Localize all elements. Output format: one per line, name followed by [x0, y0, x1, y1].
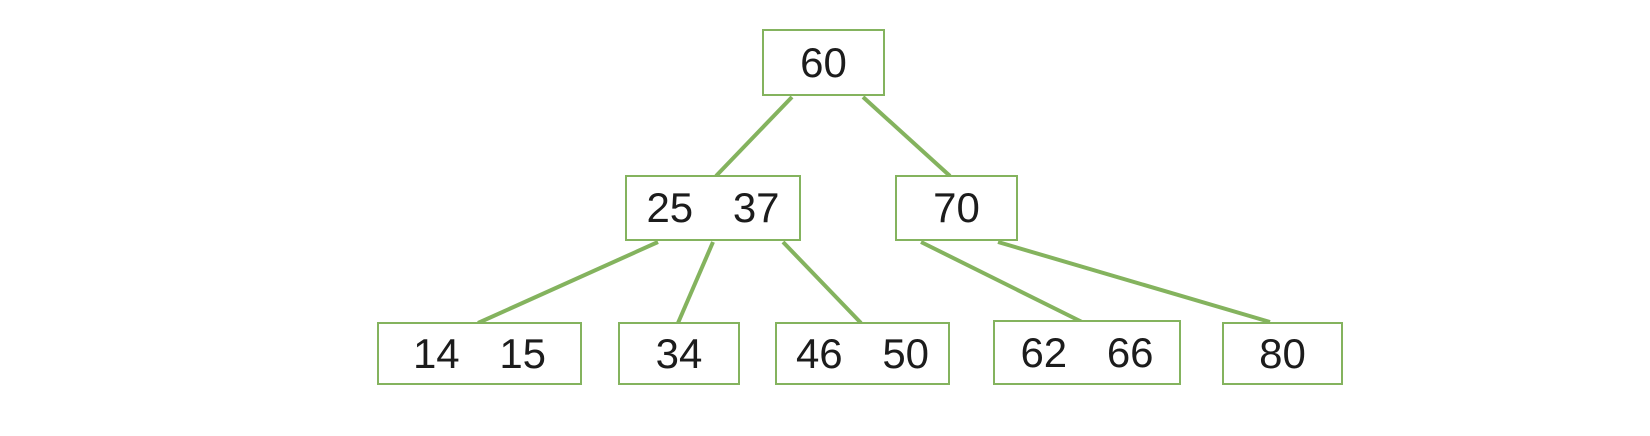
- tree-node-25-37: 25 37: [625, 175, 801, 241]
- tree-node-14-15: 14 15: [377, 322, 582, 385]
- edge-60-to-70: [861, 95, 952, 178]
- tree-node-34: 34: [618, 322, 740, 385]
- tree-node-80: 80: [1222, 322, 1343, 385]
- node-label: 25 37: [646, 184, 780, 231]
- node-label: 60: [800, 38, 847, 86]
- node-label: 14 15: [412, 329, 547, 377]
- edge-70-to-80: [997, 240, 1271, 324]
- edge-25-37-to-14-15: [477, 240, 659, 325]
- node-label: 34: [655, 329, 703, 377]
- edge-60-to-25-37: [714, 95, 794, 178]
- node-label: 70: [933, 184, 980, 231]
- edge-70-to-62-66: [920, 240, 1083, 324]
- node-label: 46 50: [795, 329, 930, 377]
- edge-25-37-to-46-50: [781, 240, 863, 325]
- tree-node-46-50: 46 50: [775, 322, 950, 385]
- tree-node-60: 60: [762, 29, 885, 96]
- node-label: 62 66: [1020, 328, 1154, 376]
- edge-25-37-to-34: [676, 241, 715, 324]
- node-label: 80: [1259, 329, 1306, 377]
- tree-node-70: 70: [895, 175, 1018, 241]
- tree-node-62-66: 62 66: [993, 320, 1181, 385]
